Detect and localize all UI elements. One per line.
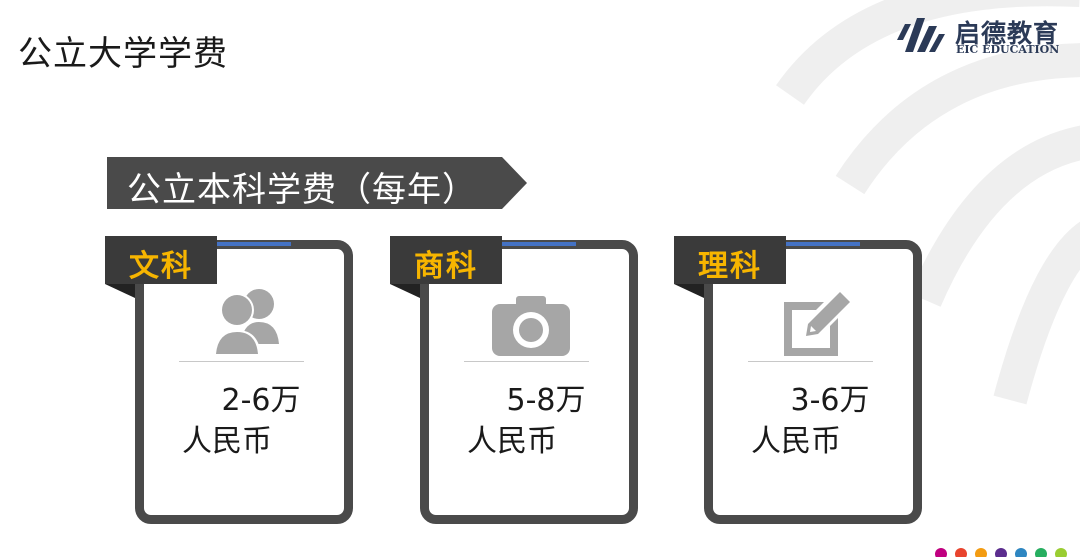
fee-card-science: 理科 3-6万 人民币 (674, 236, 922, 524)
card-tag-fold (390, 284, 420, 298)
card-frame (704, 240, 922, 524)
fee-amount: 2-6万 (221, 383, 301, 418)
color-dot (1035, 548, 1047, 557)
fee-currency: 人民币 (467, 424, 557, 459)
eic-logo-mark-icon (897, 18, 945, 52)
card-tag-fold (105, 284, 135, 298)
fee-amount: 5-8万 (506, 383, 586, 418)
card-divider (748, 361, 873, 362)
fee-amount: 3-6万 (790, 383, 870, 418)
brand-logo: 启德教育 EIC EDUCATION (895, 10, 1070, 60)
card-tag: 理科 (674, 236, 786, 284)
color-dot (975, 548, 987, 557)
card-tag-text: 文科 (129, 249, 193, 284)
card-tag-text: 商科 (414, 249, 478, 284)
color-dot (935, 548, 947, 557)
color-dot (955, 548, 967, 557)
card-accent-line (215, 242, 291, 246)
color-dot (1055, 548, 1067, 557)
fee-currency: 人民币 (751, 424, 841, 459)
color-dot (1015, 548, 1027, 557)
fee-card-arts: 文科 2-6万 人民币 (105, 236, 353, 524)
banner-arrow-shape (107, 157, 527, 209)
card-accent-line (500, 242, 576, 246)
card-tag-fold (674, 284, 704, 298)
logo-name-cn: 启德教育 (955, 19, 1060, 48)
camera-icon (492, 296, 570, 356)
color-dot (995, 548, 1007, 557)
section-banner: 公立本科学费（每年） (107, 157, 527, 210)
card-divider (179, 361, 304, 362)
decorative-color-dots (935, 548, 1075, 557)
card-divider (464, 361, 589, 362)
logo-name-en: EIC EDUCATION (956, 43, 1060, 56)
card-tag: 文科 (105, 236, 217, 284)
fee-card-business: 商科 5-8万 人民币 (390, 236, 638, 524)
fee-currency: 人民币 (182, 424, 272, 459)
page-title: 公立大学学费 (18, 34, 228, 74)
card-tag-text: 理科 (698, 249, 762, 284)
people-icon (213, 289, 279, 356)
banner-text: 公立本科学费（每年） (127, 170, 477, 210)
edit-icon (784, 292, 850, 356)
card-tag: 商科 (390, 236, 502, 284)
card-accent-line (784, 242, 860, 246)
